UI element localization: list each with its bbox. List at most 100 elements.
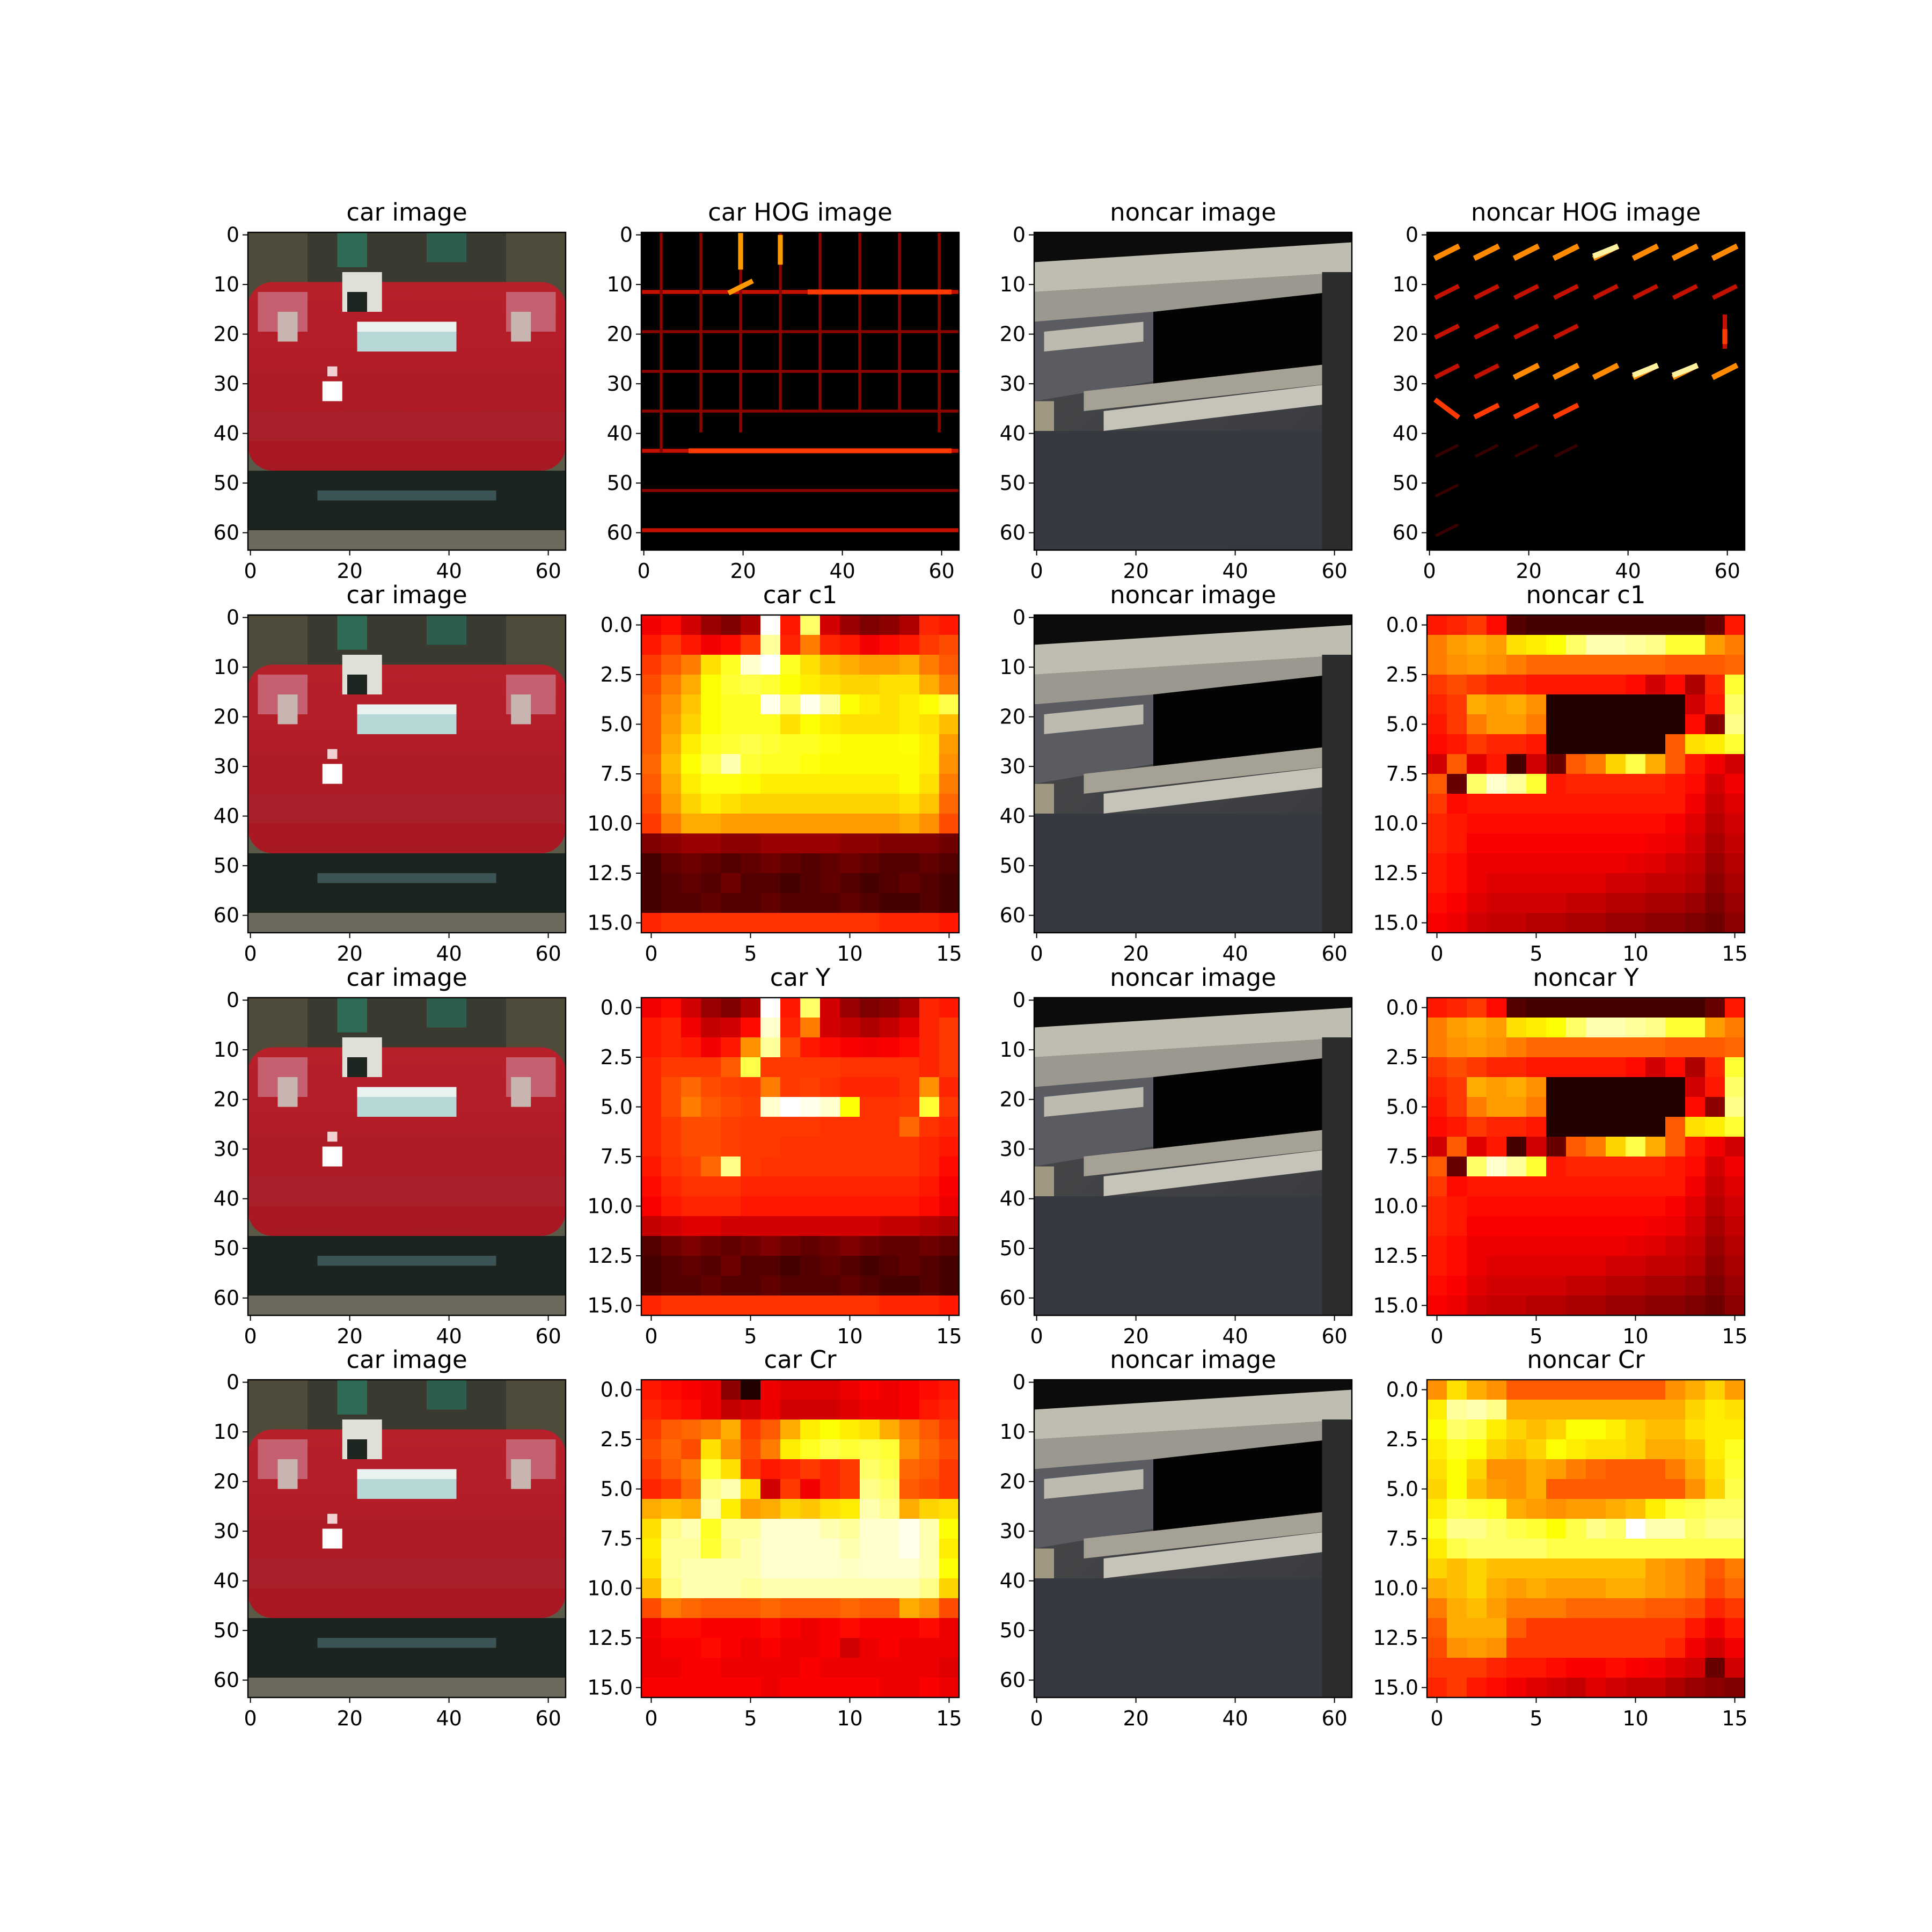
heatmap-cell [899,833,920,854]
heatmap-cell [1467,1097,1487,1117]
heatmap-cell [1546,1137,1567,1157]
heatmap-cell [800,714,821,735]
heatmap-cell [899,913,920,933]
heatmap-cell [899,1097,920,1117]
heatmap-cell [860,1157,880,1177]
heatmap-cell [1685,814,1706,834]
heatmap-cell [721,734,741,755]
heatmap-cell [919,1439,940,1460]
heatmap-cell [1685,1157,1706,1177]
heatmap-cell [860,1459,880,1480]
x-tick-label: 5 [1529,1324,1542,1348]
heatmap-cell [741,1057,761,1078]
heatmap-cell [1546,1598,1567,1619]
subplot-title: noncar image [1110,198,1276,226]
heatmap-cell [741,734,761,755]
heatmap-cell [1467,714,1487,735]
heatmap-cell [661,1117,682,1137]
heatmap-cell [760,913,781,933]
heatmap-cell [681,1658,701,1678]
heatmap-cell [1566,1057,1586,1078]
heatmap-cell [1447,853,1467,874]
heatmap-cell [1467,1057,1487,1078]
heatmap-cell [701,873,721,894]
heatmap-cell [1546,1236,1567,1256]
heatmap-cell [1427,1057,1447,1078]
heatmap-cell [1586,1519,1606,1539]
heatmap-cell [1586,1216,1606,1236]
heatmap-cell [860,615,880,635]
heatmap-cell [661,635,682,655]
y-tick-label: 40 [214,1187,239,1211]
heatmap-cell [1725,794,1745,814]
heatmap-cell [880,1558,900,1579]
heatmap-cell [1586,1057,1606,1078]
y-tick-label: 10.0 [587,1195,633,1218]
heatmap-cell [1506,1037,1527,1058]
heatmap-cells [1427,1380,1745,1698]
heatmap-cell [1645,913,1666,933]
heatmap-cell [899,1638,920,1658]
heatmap-cell [1487,1419,1507,1440]
heatmap-cell [919,635,940,655]
heatmap-cell [1705,1459,1725,1480]
heatmap-cell [780,794,801,814]
x-tick-label: 40 [436,1324,462,1348]
subplot-title: car c1 [763,581,838,609]
heatmap-cell [860,873,880,894]
heatmap-cell [641,1176,662,1197]
heatmap-cell [721,1539,741,1559]
heatmap-cell [741,1176,761,1197]
heatmap-cell [1626,1638,1646,1658]
heatmap-cell [1645,1057,1666,1078]
heatmap-cell [1546,1678,1567,1698]
heatmap-cell [1725,615,1745,635]
heatmap-cell [1606,833,1626,854]
heatmap-cell [919,1176,940,1197]
heatmap-cell [1685,1419,1706,1440]
heatmap-cell [1566,1499,1586,1519]
heatmap-cell [1606,1578,1626,1599]
heatmap-cell [1645,1638,1666,1658]
x-tick-label: 5 [1529,942,1542,965]
heatmap-cell [1645,774,1666,794]
heatmap-cell [1586,635,1606,655]
heatmap-cell [1566,1439,1586,1460]
heatmap-cell [800,1256,821,1276]
heatmap-cell [880,853,900,874]
heatmap-cell [641,1157,662,1177]
y-tick-label: 10.0 [1373,1195,1418,1218]
x-tick-label: 60 [535,942,561,965]
heatmap-cell [1665,853,1686,874]
heatmap-cell [721,615,741,635]
heatmap-cell [1447,1459,1467,1480]
heatmap-cell [939,794,960,814]
heatmap-cell [1685,1256,1706,1276]
heatmap-cell [1546,774,1567,794]
heatmap-cell [701,853,721,874]
heatmap-cell [1725,1077,1745,1097]
heatmap-cell [1725,1117,1745,1137]
heatmap-cell [820,853,840,874]
heatmap-cell [641,833,662,854]
axes-frame [1033,231,1353,551]
heatmap-cell [860,754,880,774]
heatmap-cell [1487,1539,1507,1559]
heatmap-cell [681,1578,701,1599]
heatmap-cell [641,853,662,874]
heatmap-cell [1427,675,1447,695]
heatmap-cell [1606,1380,1626,1400]
y-tick-label: 5.0 [601,713,633,736]
heatmap-cell [1705,655,1725,675]
heatmap-cell [1685,1479,1706,1499]
y-tick-label: 50 [1000,1619,1026,1642]
heatmap-cell [1467,833,1487,854]
heatmap-cells [641,998,960,1316]
heatmap-cell [919,655,940,675]
heatmap-cell [860,1216,880,1236]
heatmap-cell [1566,1276,1586,1296]
heatmap-cell [1725,1578,1745,1599]
heatmap-cell [1447,1117,1467,1137]
heatmap-cell [860,1479,880,1499]
